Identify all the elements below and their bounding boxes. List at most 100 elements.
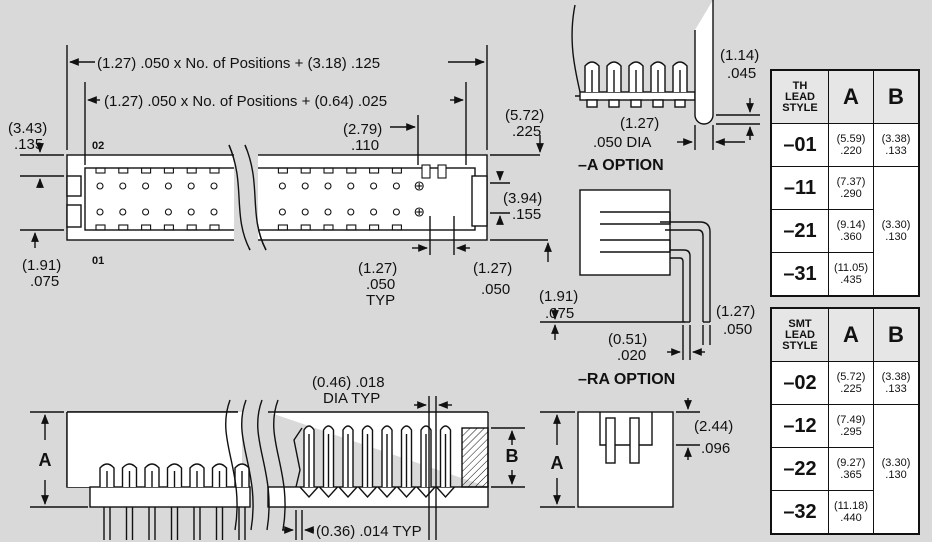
key-slot	[209, 167, 220, 174]
dim-row-in: .155	[512, 206, 541, 223]
th-table-header-b: B	[873, 70, 919, 124]
pin-hole	[278, 208, 286, 216]
side-view-dia-typ: DIA TYP	[323, 390, 380, 407]
side-view-pin: (0.36) .014 TYP	[316, 523, 422, 540]
dim-height-mm: (3.43)	[8, 120, 47, 137]
a-option-pin-tail	[652, 99, 664, 108]
ra-option-lead-in: .020	[617, 347, 646, 364]
pin-hole-plus	[414, 207, 424, 217]
ra-option-left-mm: (1.91)	[539, 288, 578, 305]
pin-hole	[210, 182, 218, 190]
dim-edge-in: .075	[30, 273, 59, 290]
key-slot	[300, 224, 311, 231]
key-slot	[323, 224, 334, 231]
pin-hole	[324, 182, 332, 190]
key-slot	[163, 167, 174, 174]
end-view-label-a: A	[551, 453, 564, 473]
pin-hole-plus	[414, 181, 424, 191]
end-view-dim-mm: (2.44)	[694, 418, 733, 435]
pin-hole	[96, 182, 104, 190]
pin-hole	[142, 208, 150, 216]
a-option-pin-tail	[630, 99, 642, 108]
key-slot	[277, 167, 288, 174]
smt-table-code: –02	[771, 361, 829, 405]
th-table-code: –21	[771, 209, 829, 253]
smt-table-header-b: B	[873, 308, 919, 362]
key-slot	[141, 224, 152, 231]
a-option-gap-mm: (1.14)	[720, 47, 759, 64]
pin-hole	[119, 182, 127, 190]
dim-pitch-typ: TYP	[366, 292, 395, 309]
a-option-dia-in: .050 DIA	[593, 134, 651, 151]
key-slot	[300, 167, 311, 174]
th-table-a: (7.37).290	[828, 166, 874, 210]
dim-end-mm: (1.27)	[473, 260, 512, 277]
key-block	[421, 164, 431, 179]
pin-hole	[278, 182, 286, 190]
smt-table-b: (3.38).133	[873, 361, 919, 405]
pin-hole	[164, 208, 172, 216]
pin-hole	[164, 182, 172, 190]
pin-hole	[119, 208, 127, 216]
pin-hole	[301, 182, 309, 190]
pin-hole	[347, 208, 355, 216]
side-view-label-a: A	[39, 450, 52, 470]
ra-option-right-mm: (1.27)	[716, 303, 755, 320]
dim-edge-mm: (1.91)	[22, 257, 61, 274]
dim-body-mm: (5.72)	[505, 107, 544, 124]
pin-hole	[210, 208, 218, 216]
key-block	[437, 164, 447, 179]
pin-hole	[301, 208, 309, 216]
side-view	[30, 396, 525, 540]
dim-key-mm: (2.79)	[343, 121, 382, 138]
key-slot	[209, 224, 220, 231]
th-table-header-a: A	[828, 70, 874, 124]
pin-hole	[96, 208, 104, 216]
ra-option-left-in: .075	[545, 305, 574, 322]
key-slot	[369, 167, 380, 174]
pin-hole	[392, 182, 400, 190]
smt-table-code: –32	[771, 490, 829, 534]
pin-hole	[187, 208, 195, 216]
smt-lead-table: SMT LEAD STYLE A B –02 (5.72).225 (3.38)…	[770, 307, 920, 535]
a-option-view	[571, 0, 760, 150]
key-slot	[346, 224, 357, 231]
key-slot	[163, 224, 174, 231]
th-table-b: (3.38).133	[873, 123, 919, 167]
end-view	[540, 398, 700, 508]
a-option-label: –A OPTION	[578, 157, 664, 174]
a-option-pin-tail	[608, 99, 620, 108]
key-slot	[391, 167, 402, 174]
dim-key-in: .110	[351, 137, 379, 154]
th-table-a: (11.05).435	[828, 252, 874, 296]
smt-table-a: (7.49).295	[828, 404, 874, 448]
pin-hole	[187, 182, 195, 190]
pin-hole	[370, 182, 378, 190]
smt-table-b: (3.30).130	[873, 404, 919, 534]
ra-option-label: –RA OPTION	[578, 371, 675, 388]
dim-height-in: .135	[14, 136, 43, 153]
side-view-label-b: B	[506, 446, 519, 466]
ra-option-lead-mm: (0.51)	[608, 331, 647, 348]
th-table-code: –01	[771, 123, 829, 167]
dim-end-in: .050	[481, 281, 510, 298]
a-option-dia-mm: (1.27)	[620, 115, 659, 132]
dim-pitch-in: .050	[366, 276, 395, 293]
key-slot	[391, 224, 402, 231]
dim-inner-length: (1.27) .050 x No. of Positions + (0.64) …	[104, 93, 387, 110]
top-view	[20, 45, 552, 262]
dim-body-in: .225	[512, 123, 541, 140]
th-table-a: (5.59).220	[828, 123, 874, 167]
pin-label-02: 02	[92, 140, 104, 152]
a-option-gap-in: .045	[727, 65, 756, 82]
pin-hole	[324, 208, 332, 216]
key-slot	[95, 224, 106, 231]
pin-hole	[370, 208, 378, 216]
smt-table-header-style: SMT LEAD STYLE	[771, 308, 829, 362]
dim-total-length: (1.27) .050 x No. of Positions + (3.18) …	[97, 55, 380, 72]
pin-hole	[347, 182, 355, 190]
key-slot	[95, 167, 106, 174]
key-slot	[323, 167, 334, 174]
th-table-code: –11	[771, 166, 829, 210]
